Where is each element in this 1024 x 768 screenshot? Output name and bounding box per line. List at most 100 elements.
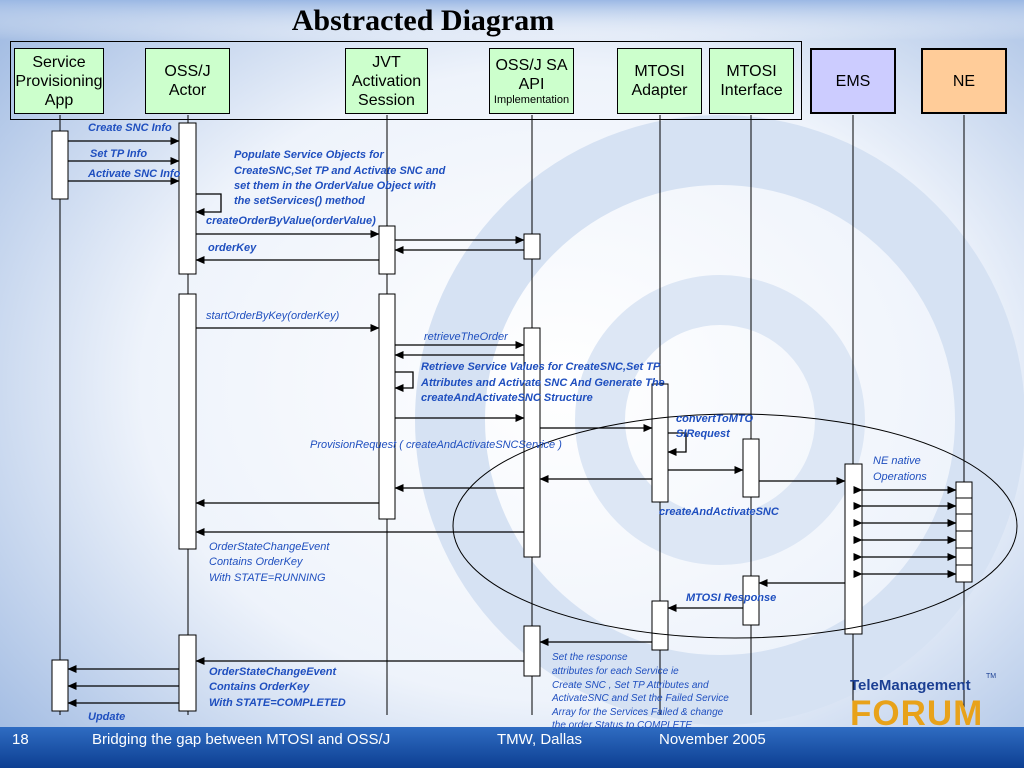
self-call-retrieve [394,371,414,392]
actor-label: OSS/J SA [495,56,568,74]
logo-forum: FORUM [850,694,984,733]
label-set-tp-info: Set TP Info [90,148,147,160]
populate-note: Populate Service Objects for CreateSNC,S… [234,149,446,207]
actor-label: Session [358,91,415,109]
activation-box [178,122,197,275]
activation-box [378,293,396,520]
svg-text:SIRequest: SIRequest [676,428,731,440]
activation-box [742,438,760,498]
ne-native-arrows [853,486,957,578]
actor-mtosi-interface: MTOSI Interface [709,48,794,114]
logo-trademark: TM [986,673,997,680]
actor-service-provisioning-app: Service Provisioning App [14,48,104,114]
actor-label: MTOSI [634,63,685,80]
actor-label: Adapter [631,82,688,99]
actor-label: EMS [835,72,871,90]
svg-text:set them in the OrderValue Obj: set them in the OrderValue Object with [234,180,436,192]
actor-label: Interface [720,82,783,99]
svg-text:attributes for each Service i: attributes for each Service ie [552,666,679,677]
ne-native-label: NE native Operations [873,455,927,483]
label-create-snc-info: Create SNC Info [88,122,172,134]
svg-text:Array for the Services Failed: Array for the Services Failed & change [551,707,724,718]
actor-jvt-activation-session: JVT Activation Session [345,48,428,114]
actor-label: OSS/J [164,63,211,80]
activation-box [51,659,69,712]
slide-title: Abstracted Diagram [291,4,555,37]
actor-label: App [44,91,74,109]
actor-label: API [518,75,545,93]
svg-text:Contains OrderKey: Contains OrderKey [209,556,304,568]
actor-ne: NE [921,48,1007,114]
svg-text:OrderStateChangeEvent: OrderStateChangeEvent [209,666,337,678]
label-create-activate-snc: createAndActivateSNC [659,506,780,518]
actor-ossj: OSS/J Actor [145,48,230,114]
svg-text:With STATE=RUNNING: With STATE=RUNNING [209,572,326,584]
retrieve-note: Retrieve Service Values for CreateSNC,Se… [420,361,665,404]
svg-text:OrderStateChangeEvent: OrderStateChangeEvent [209,541,330,553]
actor-label: Service [32,53,86,71]
activation-box [844,463,863,635]
label-start-order: startOrderByKey(orderKey) [206,310,340,322]
label-retrieve-order: retrieveTheOrder [424,331,509,343]
state-completed-label: OrderStateChangeEvent Contains OrderKey … [209,666,346,709]
activation-box [523,625,541,677]
svg-text:the order Status to COMPLETE: the order Status to COMPLETE [552,720,692,731]
svg-text:Create SNC , Set TP Attributes: Create SNC , Set TP Attributes and [552,680,709,691]
footer-text: Bridging the gap between MTOSI and OSS/J [92,731,391,748]
activation-box [651,600,669,651]
svg-text:With STATE=COMPLETED: With STATE=COMPLETED [209,697,346,709]
svg-text:CreateSNC,Set TP and Activate: CreateSNC,Set TP and Activate SNC and [234,165,446,177]
label-provision-request: ProvisionRequest ( createAndActivateSNCS… [310,439,562,451]
label-order-key: orderKey [208,242,257,254]
svg-text:Retrieve Service Values for Cr: Retrieve Service Values for CreateSNC,Se… [421,361,661,373]
activation-box [955,481,973,583]
footer-event: TMW, Dallas [497,731,583,748]
self-call-populate [195,193,222,216]
activation-box [378,225,396,275]
activation-box [178,293,197,550]
state-running-label: OrderStateChangeEvent Contains OrderKey … [209,541,330,584]
activation-box [523,233,541,260]
actor-label: JVT [372,53,401,71]
svg-text:NE native: NE native [873,455,921,467]
label-mtosi-response: MTOSI Response [686,592,776,604]
svg-text:Operations: Operations [873,471,927,483]
activation-box [51,130,69,200]
activation-boxes [51,122,973,712]
self-call-convert [667,432,687,456]
svg-text:ActivateSNC and Set the Failed: ActivateSNC and Set the Failed Service [551,693,729,704]
page-number: 18 [12,731,29,748]
activation-box [742,575,760,626]
activation-box [651,383,669,503]
svg-text:Contains OrderKey: Contains OrderKey [209,681,310,693]
actor-sublabel: Implementation [493,93,570,106]
svg-text:convertToMTO: convertToMTO [676,413,753,425]
mtosi-region-ellipse [452,413,1018,639]
actor-ems: EMS [810,48,896,114]
svg-text:Set the response: Set the response [552,652,628,663]
message-arrows [67,137,846,707]
set-response-note: Set the response attributes for each Ser… [551,652,729,731]
actor-label: NE [952,72,976,90]
label-update: Update [88,711,125,723]
actor-label: Activation [351,72,422,90]
label-create-order: createOrderByValue(orderValue) [206,215,376,227]
activation-box [523,327,541,558]
activation-box [178,634,197,712]
actor-mtosi-adapter: MTOSI Adapter [617,48,702,114]
actor-ossj-sa-api: OSS/J SA API Implementation [489,48,574,114]
svg-text:Populate Service Objects for: Populate Service Objects for [234,149,384,161]
label-activate-snc-info: Activate SNC Info [87,168,181,180]
svg-text:Attributes and Activate SNC An: Attributes and Activate SNC And Generate… [420,377,665,389]
logo-telemanagement: TeleManagement [850,677,971,694]
svg-text:createAndActivateSNC Structure: createAndActivateSNC Structure [421,392,593,404]
ne-activation-dividers [956,497,972,566]
convert-label: convertToMTO SIRequest [676,413,753,440]
footer-date: November 2005 [659,731,766,748]
actor-label: MTOSI [726,63,777,80]
actor-label: Actor [168,82,207,99]
participants-frame [10,41,802,120]
actor-label: Provisioning [15,72,103,90]
svg-text:the setServices() method: the setServices() method [234,195,365,207]
